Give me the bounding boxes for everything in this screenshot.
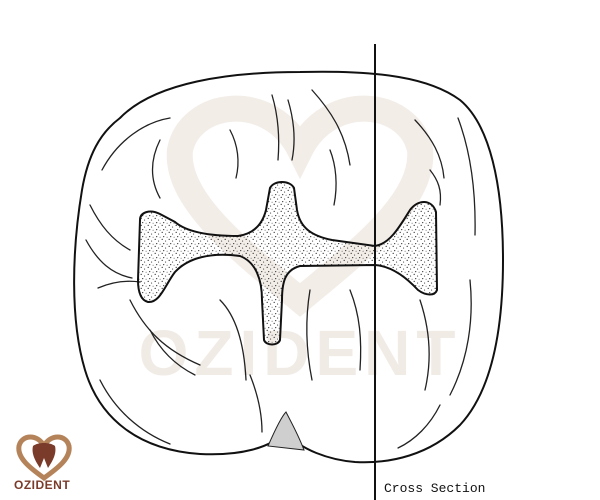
watermark: OZIDENT	[139, 95, 462, 389]
logo-text: OZIDENT	[14, 478, 70, 492]
ozident-logo: OZIDENT	[14, 434, 72, 492]
logo-heart-icon	[16, 434, 72, 482]
watermark-text: OZIDENT	[139, 317, 462, 389]
cavity-preparation	[136, 181, 439, 346]
tooth-notch	[267, 411, 305, 451]
logo-tooth-icon	[32, 443, 56, 468]
tooth-surface-lines	[85, 89, 476, 449]
tooth-outline	[73, 70, 505, 464]
cross-section-label: Cross Section	[384, 481, 485, 496]
watermark-heart-icon	[166, 95, 434, 317]
